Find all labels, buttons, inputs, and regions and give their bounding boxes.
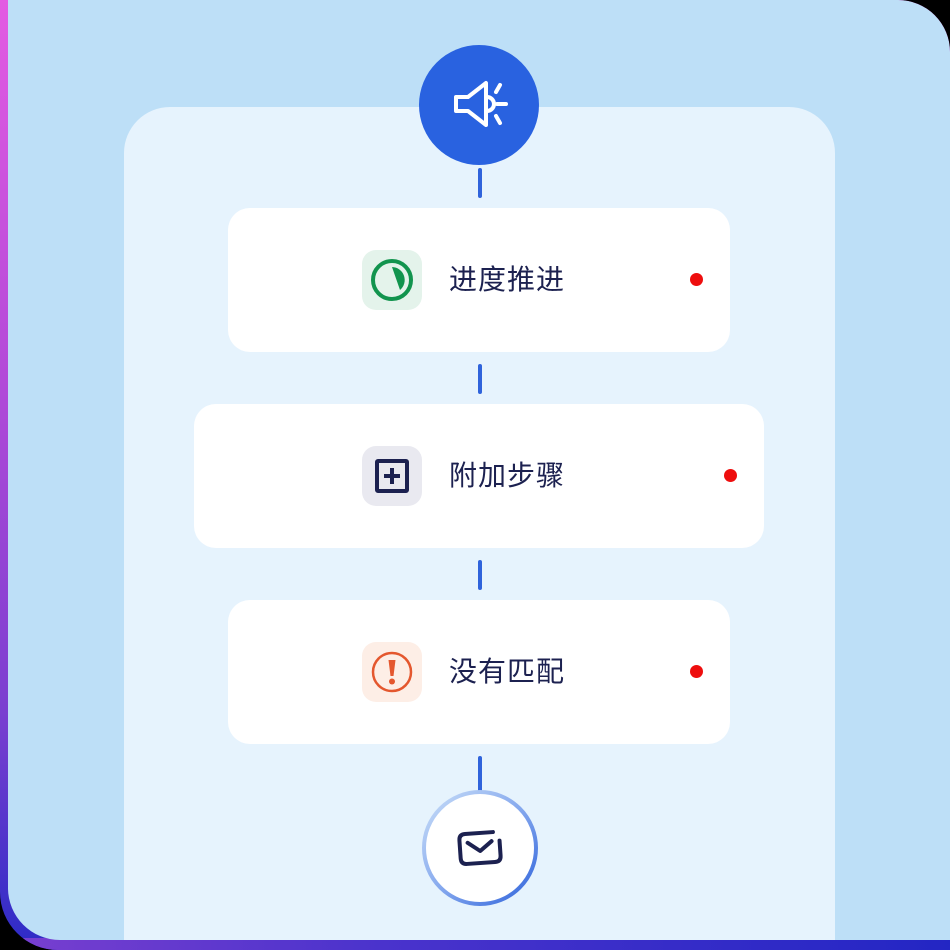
end-connector [422,756,538,906]
step-label: 没有匹配 [449,655,566,688]
step-icon-tile [362,446,422,506]
workflow-canvas: 进度推进 附加步骤 没有匹配 [8,0,950,940]
frame-bottom-border [0,938,950,950]
step-icon-tile [362,642,422,702]
end-node[interactable] [424,792,536,904]
connector-line [478,560,482,590]
exclamation-circle-icon [371,651,413,693]
status-dot [690,273,703,286]
plus-square-icon [375,459,409,493]
step-card-additional[interactable] [194,404,764,548]
trigger-node[interactable] [419,45,539,165]
step-label: 附加步骤 [449,459,566,492]
status-dot [724,469,737,482]
step-card-no-match[interactable] [228,600,730,744]
status-dot [690,665,703,678]
connector-line [478,168,482,198]
step-card-progress[interactable] [228,208,730,352]
step-icon-tile [362,250,422,310]
step-label: 进度推进 [449,263,566,296]
connector-line [478,364,482,394]
progress-clock-icon [371,259,413,301]
megaphone-icon [454,81,508,127]
envelope-icon [457,830,503,866]
